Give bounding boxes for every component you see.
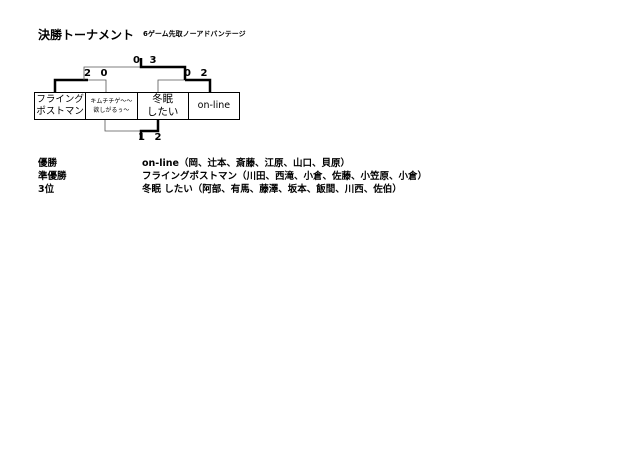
- team-row: フライングポストマン キムチチゲ～～ 欲しがるぅ～ 冬眠したい on-line: [34, 92, 240, 120]
- result-text: on-line（岡、辻本、斎藤、江原、山口、貝原）: [142, 158, 350, 169]
- bracket-line: [139, 120, 160, 140]
- bracket-line: [88, 79, 107, 92]
- team-name: on-line: [197, 100, 231, 111]
- result-label: 3位: [38, 184, 55, 195]
- team-name: したい: [146, 106, 179, 118]
- page-title: 決勝トーナメント: [38, 28, 135, 42]
- team-name: フライング: [36, 94, 84, 105]
- bracket-line: [104, 120, 141, 132]
- result-label: 準優勝: [38, 171, 67, 182]
- result-label: 優勝: [38, 158, 58, 169]
- result-text: 冬眠 したい（阿部、有馬、藤澤、坂本、飯間、川西、佐伯）: [142, 184, 402, 195]
- bracket-line: [53, 78, 88, 92]
- semi-left-score: 2 0: [84, 68, 111, 79]
- team-cell: キムチチゲ～～ 欲しがるぅ～: [86, 93, 138, 119]
- bracket-line: [139, 58, 187, 80]
- result-text: フライングポストマン（川田、西滝、小倉、佐藤、小笠原、小倉）: [142, 171, 428, 182]
- third-place-score: 1 2: [138, 132, 165, 143]
- semi-right-score: 0 2: [184, 68, 211, 79]
- team-name: ポストマン: [36, 106, 84, 117]
- bracket-line: [185, 78, 212, 92]
- bracket-line: [83, 66, 141, 80]
- final-score: 0 3: [133, 55, 160, 66]
- team-name: 欲しがるぅ～: [93, 107, 130, 114]
- bracket-line: [157, 79, 185, 92]
- subtitle: 6ゲーム先取ノーアドバンテージ: [143, 30, 246, 38]
- team-name: 冬眠: [152, 93, 174, 105]
- team-name: キムチチゲ～～: [90, 98, 133, 105]
- team-cell: 冬眠したい: [138, 93, 189, 119]
- team-cell: on-line: [189, 93, 239, 119]
- team-cell: フライングポストマン: [35, 93, 87, 119]
